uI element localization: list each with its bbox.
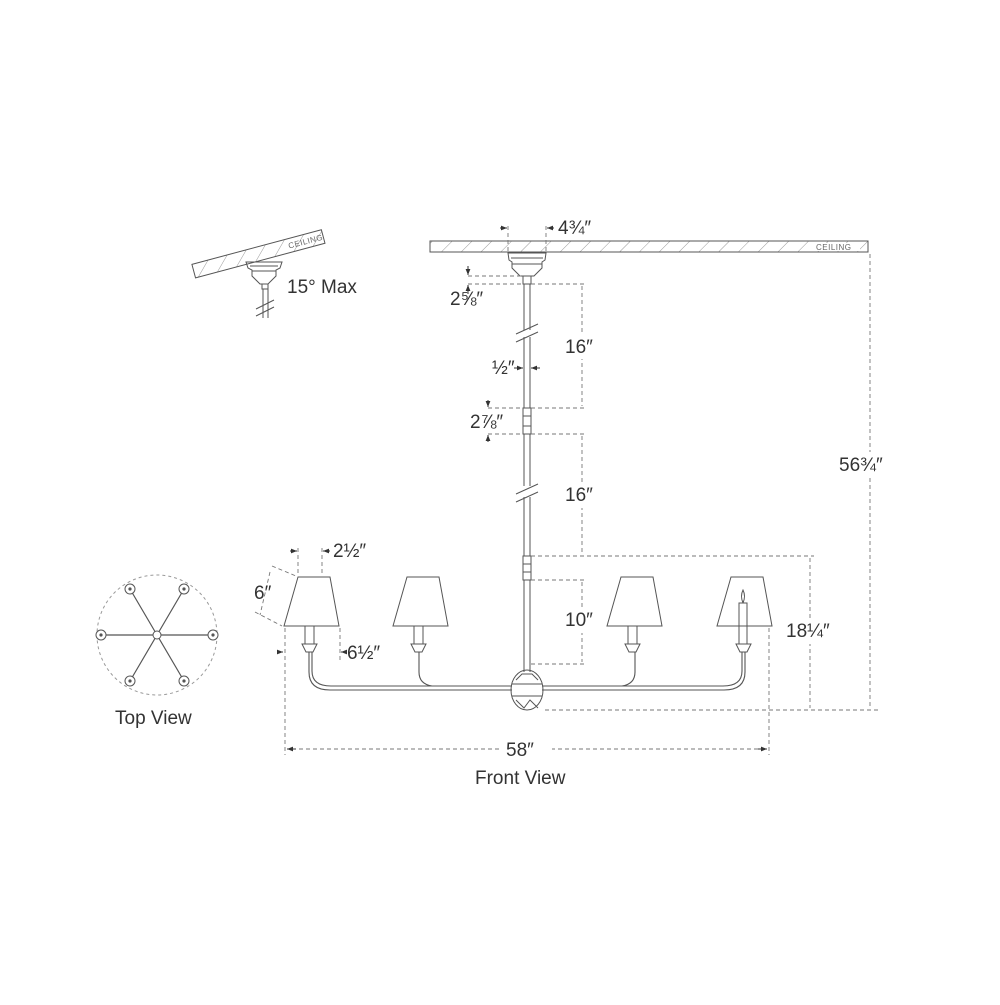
- dim-coupler-label: 2⅞″: [470, 412, 503, 433]
- dim-shade-height-label: 6″: [254, 583, 272, 604]
- front-view-label: Front View: [475, 768, 566, 789]
- dim-overall-width: 58″: [284, 628, 770, 762]
- dim-shade-top-label: 2½″: [333, 541, 366, 562]
- dim-fixture-height-label: 18¼″: [786, 621, 830, 642]
- lamp-3: [606, 576, 663, 653]
- sloped-ceiling: CEILING: [191, 229, 326, 279]
- dim-fixture-height: 18¼″: [531, 555, 880, 711]
- ceiling-plane: CEILING: [429, 240, 869, 253]
- dim-canopy-height-label: 2⅝″: [450, 289, 483, 310]
- ceiling-label: CEILING: [816, 243, 852, 252]
- dim-stem-diameter: ½″: [492, 358, 540, 379]
- dim-overall-height: 56¾″: [836, 254, 896, 708]
- dim-overall-width-label: 58″: [506, 740, 534, 761]
- canopy: [507, 252, 547, 285]
- dim-canopy-width: 4¾″: [500, 218, 591, 252]
- dim-canopy-height: 2⅝″: [450, 266, 522, 310]
- sloped-canopy: [245, 261, 283, 318]
- dim-canopy-width-label: 4¾″: [558, 218, 591, 239]
- dim-body-top-label: 10″: [565, 610, 593, 631]
- lamp-1: [283, 576, 340, 653]
- slope-max-label: 15° Max: [287, 277, 357, 298]
- dim-overall-height-label: 56¾″: [839, 455, 883, 476]
- dim-stem-right: 16″ 16″ 10″: [531, 283, 602, 665]
- dim-stem-upper-label: 16″: [565, 337, 593, 358]
- dim-shade-bottom: 6½″: [277, 628, 380, 664]
- dim-stem-lower-label: 16″: [565, 485, 593, 506]
- dim-shade-bottom-label: 6½″: [347, 643, 380, 664]
- lamp-2: [392, 576, 449, 653]
- stem: [515, 284, 539, 672]
- sloped-ceiling-detail: CEILING 15° Max: [191, 229, 357, 318]
- top-view-label: Top View: [115, 708, 192, 729]
- dim-shade-top: 2½″: [290, 541, 366, 576]
- chandelier-body: [308, 652, 746, 711]
- dim-shade-height: 6″: [254, 565, 297, 627]
- dim-coupler: 2⅞″: [470, 400, 522, 442]
- top-view: [95, 574, 219, 696]
- dim-stem-diameter-label: ½″: [492, 358, 515, 379]
- lamp-4: [716, 576, 773, 653]
